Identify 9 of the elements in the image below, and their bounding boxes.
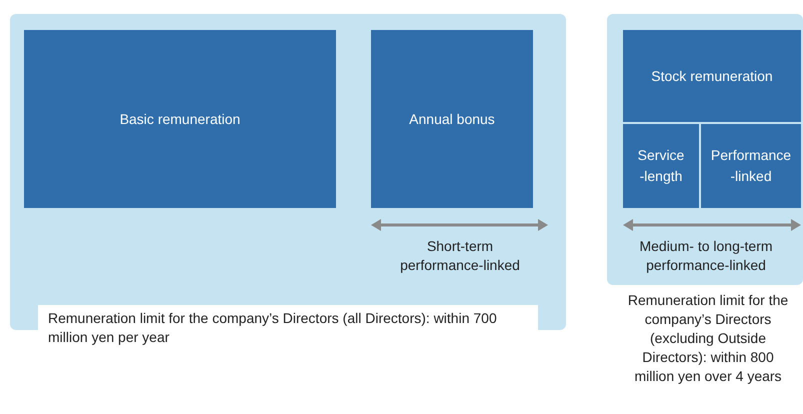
- term-label: Medium- to long-term performance-linked: [638, 237, 774, 275]
- component-box: Stock remuneration: [623, 30, 801, 122]
- component-box: Annual bonus: [371, 30, 533, 208]
- background-panel: [607, 14, 803, 285]
- component-box: Basic remuneration: [24, 30, 336, 208]
- component-box: Service -length: [623, 124, 699, 208]
- component-box: Performance -linked: [701, 124, 801, 208]
- term-label: Short-term performance-linked: [399, 237, 521, 275]
- background-panel: [10, 14, 566, 330]
